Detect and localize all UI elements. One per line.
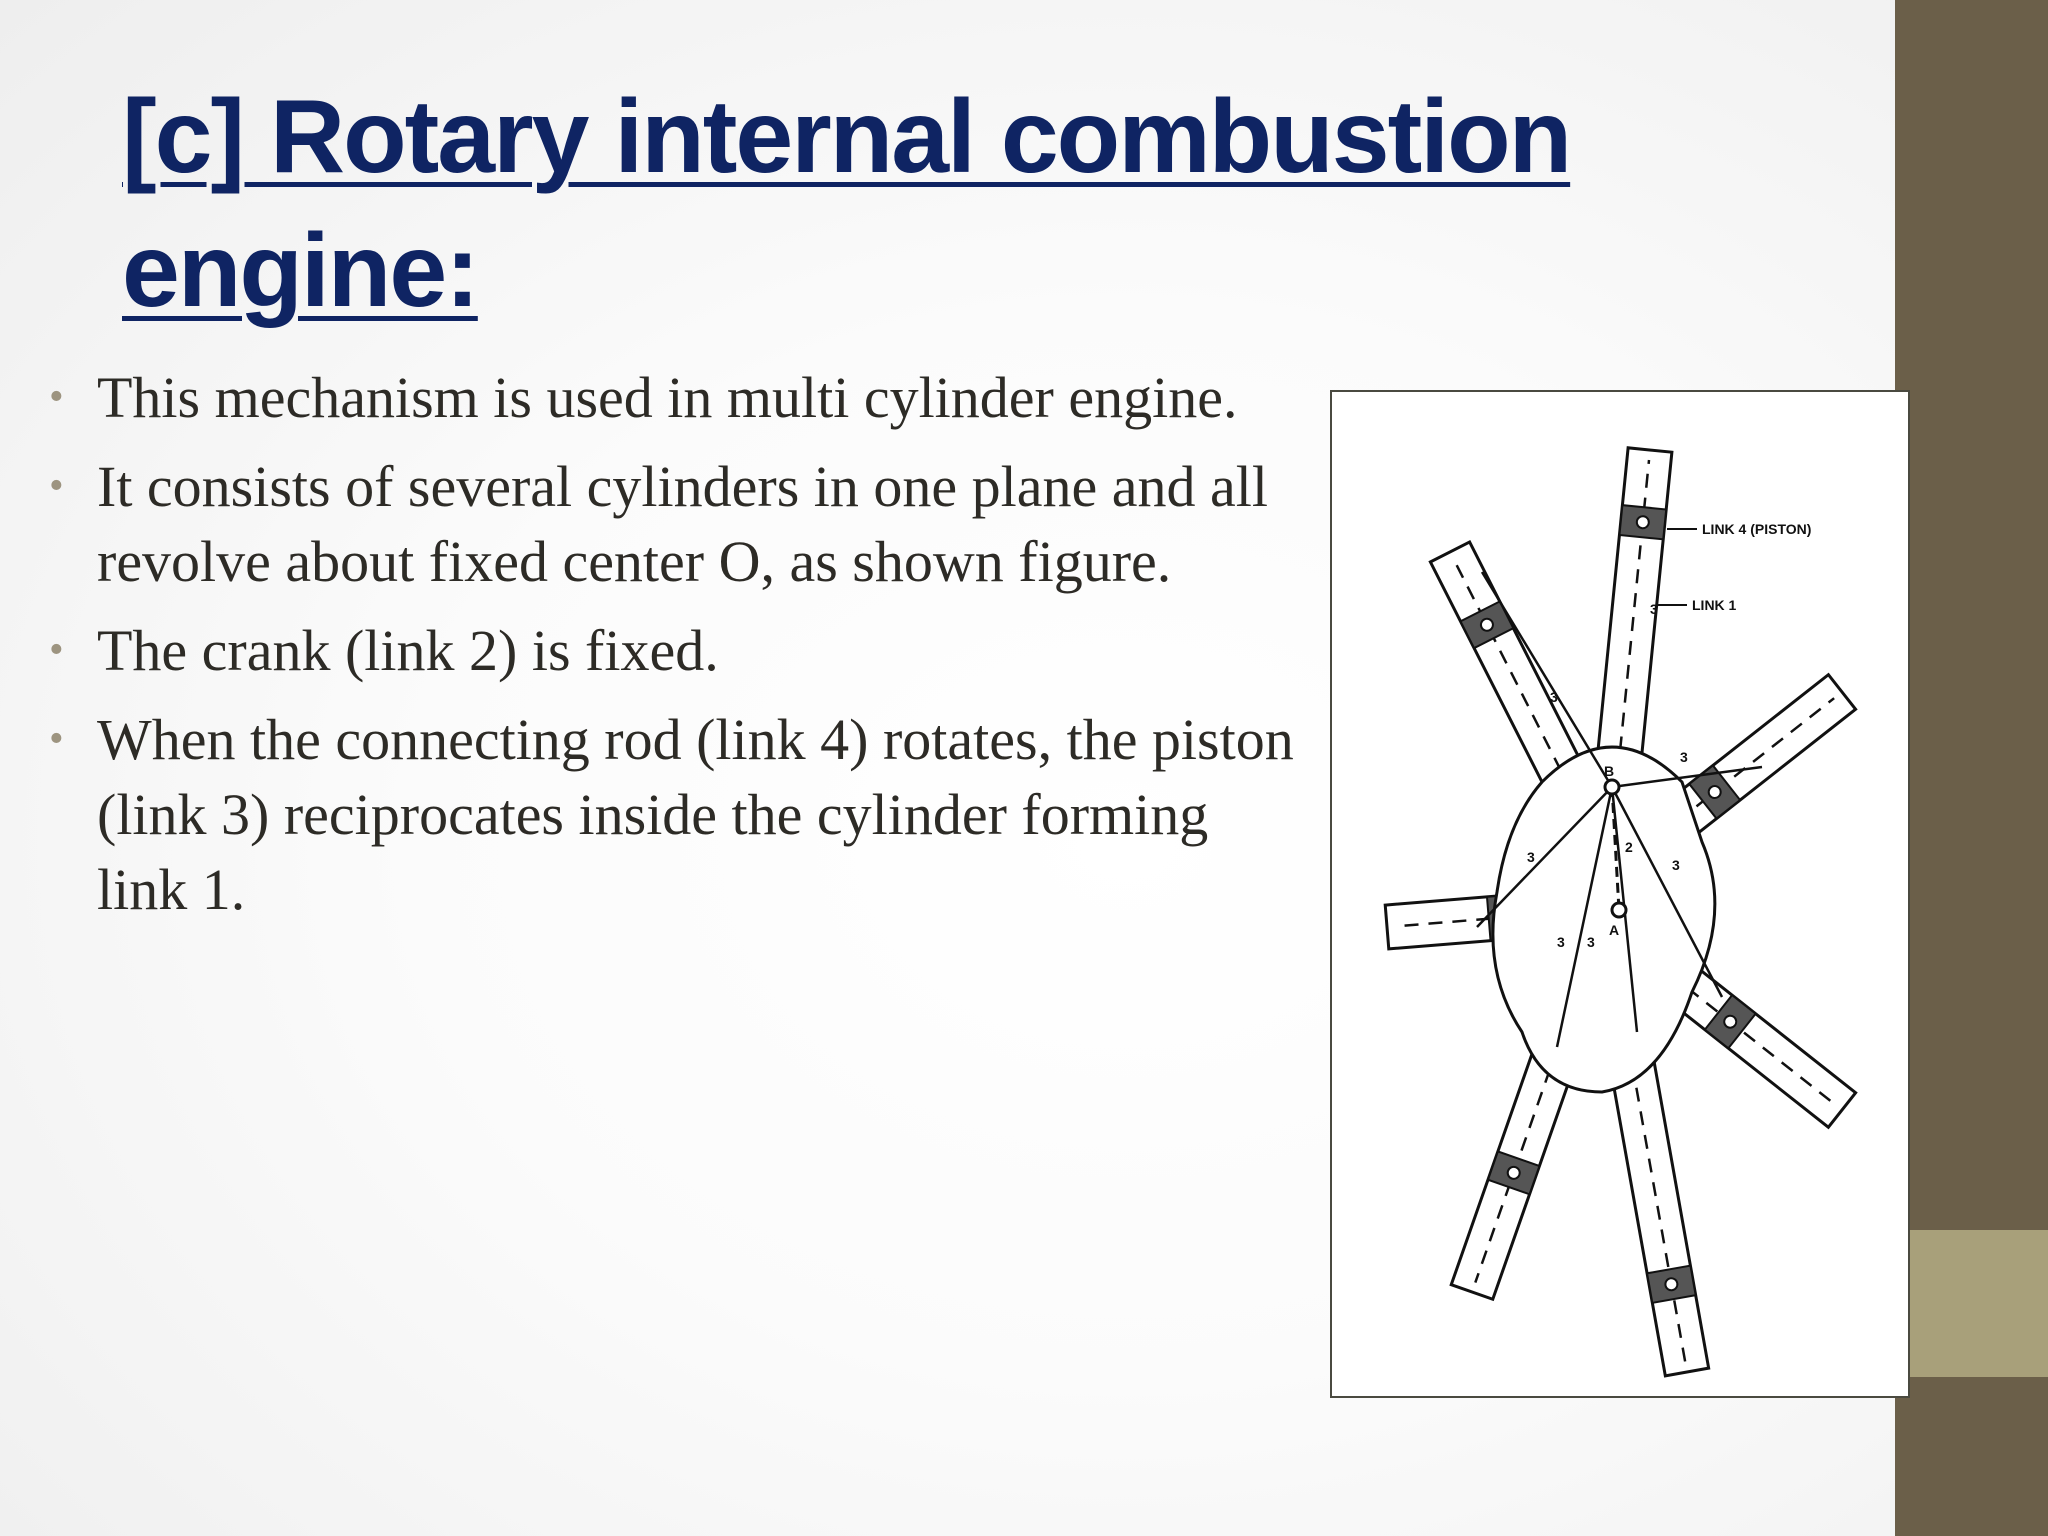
bullet-item: • It consists of several cylinders in on… (45, 449, 1295, 599)
bullet-text: It consists of several cylinders in one … (97, 454, 1268, 594)
bullet-item: • When the connecting rod (link 4) rotat… (45, 702, 1295, 927)
piston-pin (1635, 515, 1650, 530)
label-link3: 3 (1557, 934, 1565, 950)
bullet-dot-icon: • (49, 716, 64, 762)
cylinder-centerline (1649, 957, 1835, 1105)
label-link3: 3 (1550, 689, 1558, 705)
cylinder-centerline (1639, 697, 1835, 852)
label-link3: 3 (1587, 934, 1595, 950)
label-link3: 3 (1672, 857, 1680, 873)
piston-pin (1506, 1165, 1521, 1180)
piston-pin (1723, 1014, 1738, 1029)
bullet-list: • This mechanism is used in multi cylind… (45, 360, 1295, 941)
bullet-item: • The crank (link 2) is fixed. (45, 613, 1295, 688)
piston-pin (1664, 1277, 1679, 1292)
crank-housing (1491, 745, 1717, 1094)
side-accent-block (1895, 1230, 2048, 1377)
bullet-dot-icon: • (49, 374, 64, 420)
piston-pin (1707, 785, 1722, 800)
bullet-text: When the connecting rod (link 4) rotates… (97, 707, 1294, 922)
rotary-engine-figure: B A 2 3 3 3 3 3 3 3 LINK 4 (PISTON) LINK… (1330, 390, 1910, 1398)
rotary-engine-diagram: B A 2 3 3 3 3 3 3 3 LINK 4 (PISTON) LINK… (1383, 446, 1858, 1378)
label-link1: LINK 1 (1692, 597, 1737, 613)
bullet-text: This mechanism is used in multi cylinder… (97, 365, 1238, 430)
bullet-dot-icon: • (49, 627, 64, 673)
label-b: B (1604, 763, 1614, 779)
bullet-text: The crank (link 2) is fixed. (97, 618, 719, 683)
slide-title: [c] Rotary internal combustion engine: (122, 79, 1572, 329)
label-link3: 3 (1680, 749, 1688, 765)
label-link3: 3 (1650, 601, 1658, 617)
label-link2: 2 (1625, 839, 1633, 855)
label-link4-piston: LINK 4 (PISTON) (1702, 521, 1811, 537)
pivot-a (1610, 901, 1628, 919)
pivot-b (1603, 778, 1621, 796)
bullet-dot-icon: • (49, 463, 64, 509)
piston-pin (1479, 617, 1494, 632)
label-link3: 3 (1527, 849, 1535, 865)
bullet-item: • This mechanism is used in multi cylind… (45, 360, 1295, 435)
crank-link (1610, 786, 1621, 911)
label-a: A (1609, 922, 1619, 938)
